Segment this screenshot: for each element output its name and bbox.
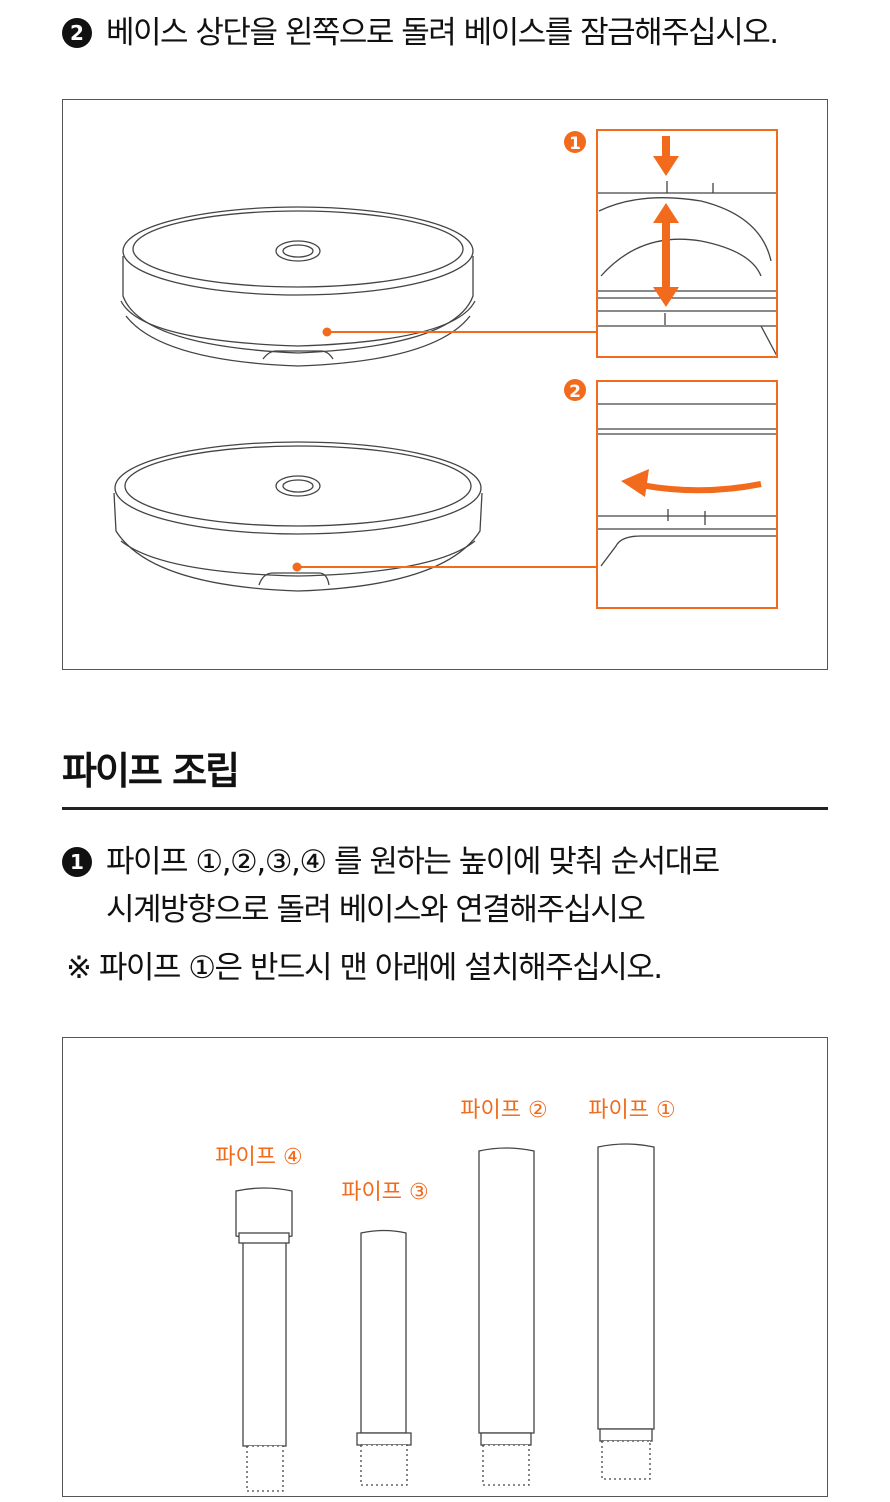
pipe-1-drawing <box>597 1143 655 1480</box>
pipe-4-drawing <box>235 1187 293 1492</box>
base-lock-figure: 1 2 <box>62 99 828 670</box>
base-lock-illustration: 1 2 <box>113 129 778 609</box>
rotate-left-arrow-icon <box>640 481 762 494</box>
step-number-badge: 1 <box>62 847 92 877</box>
pipe-3-label: 파이프 ③ <box>341 1180 428 1205</box>
pipe-4-label: 파이프 ④ <box>215 1145 302 1170</box>
section-divider <box>62 807 828 810</box>
pipe-3-drawing <box>356 1229 412 1486</box>
callout-dot-2 <box>292 562 302 572</box>
pipe-1-label: 파이프 ① <box>588 1098 675 1123</box>
step-number-badge: 2 <box>62 18 92 48</box>
base-locked-drawing <box>113 441 483 592</box>
section-title: 파이프 조립 <box>62 749 240 793</box>
step-2-text: 베이스 상단을 왼쪽으로 돌려 베이스를 잠금해주십시오. <box>106 15 779 51</box>
callout-dot-1 <box>322 327 332 337</box>
inset-locked-detail: 2 <box>564 379 778 609</box>
inset-1-badge: 1 <box>569 134 581 154</box>
vertical-arrow-icons <box>653 136 679 307</box>
pipe-illustration: 파이프 ④ 파이프 ③ 파이프 ② 파이프 ① <box>215 1098 676 1492</box>
base-unlocked-drawing <box>120 206 476 367</box>
pipe-2-label: 파이프 ② <box>460 1098 547 1123</box>
step-2-instruction: 2 베이스 상단을 왼쪽으로 돌려 베이스를 잠금해주십시오. <box>62 15 779 51</box>
pipe-2-drawing <box>478 1147 535 1486</box>
pipe-figure: 파이프 ④ 파이프 ③ 파이프 ② 파이프 ① <box>62 1037 828 1497</box>
step-1-line-2: 시계방향으로 돌려 베이스와 연결해주십시오 <box>106 892 646 928</box>
inset-2-badge: 2 <box>569 382 581 402</box>
step-1-note: ※ 파이프 ①은 반드시 맨 아래에 설치해주십시오. <box>66 950 663 986</box>
step-1-line-1: 파이프 ①,②,③,④ 를 원하는 높이에 맞춰 순서대로 <box>106 844 720 880</box>
step-1-instruction: 1 파이프 ①,②,③,④ 를 원하는 높이에 맞춰 순서대로 <box>62 844 720 880</box>
inset-unlocked-detail: 1 <box>564 129 778 358</box>
callout-lines <box>297 331 597 568</box>
